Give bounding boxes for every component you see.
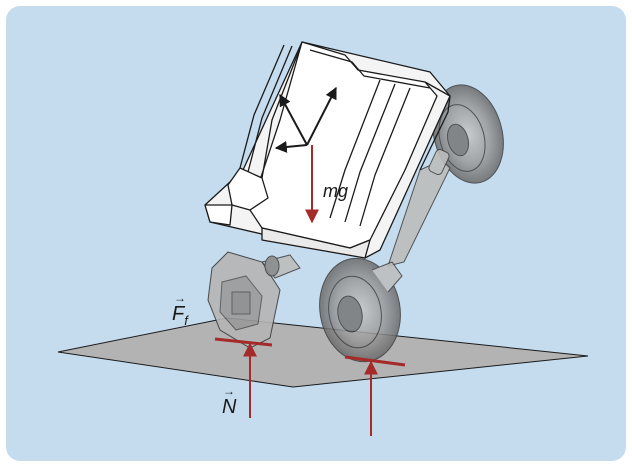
- friction-vector-arrow: →: [174, 291, 186, 305]
- friction-force-arrow-front: [214, 337, 273, 347]
- gravity-label-text: mg: [323, 181, 349, 201]
- front-wheel: [207, 251, 281, 349]
- diagram-panel: mg → Ff → N: [6, 6, 626, 461]
- ground-plane: [57, 317, 589, 388]
- rear-axle: [387, 148, 451, 267]
- normal-label: → N: [222, 385, 237, 418]
- normal-label-text: N: [222, 396, 237, 418]
- front-axle: [261, 254, 301, 279]
- local-axes: [274, 86, 337, 153]
- middle-wheel: [319, 257, 403, 363]
- free-body-diagram: [57, 41, 589, 436]
- friction-label-subscript: f: [184, 313, 188, 328]
- friction-label-text: F: [172, 303, 185, 325]
- friction-label: → Ff: [172, 292, 188, 328]
- gravity-label: mg: [323, 182, 348, 200]
- normal-vector-arrow: →: [223, 384, 235, 398]
- rear-wheel: [432, 84, 504, 184]
- robot-chassis: [204, 41, 451, 259]
